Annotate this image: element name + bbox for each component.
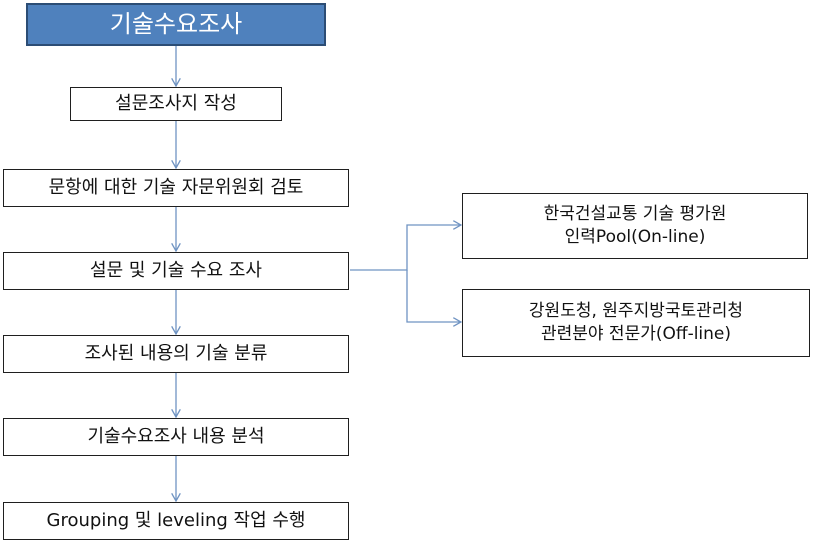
branch2-line1: 강원도청, 원주지방국토관리청 xyxy=(528,301,744,322)
step-box-6: Grouping 및 leveling 작업 수행 xyxy=(3,502,349,540)
connector-step3-to-branch2 xyxy=(406,270,461,322)
step-label-1: 설문조사지 작성 xyxy=(115,93,237,115)
step-label-2: 문항에 대한 기술 자문위원회 검토 xyxy=(48,177,304,199)
connector-step3-to-branch1 xyxy=(350,225,461,271)
step-label-6: Grouping 및 leveling 작업 수행 xyxy=(46,510,306,532)
step-label-5: 기술수요조사 내용 분석 xyxy=(87,426,265,448)
step-box-3: 설문 및 기술 수요 조사 xyxy=(3,252,349,290)
step-label-3: 설문 및 기술 수요 조사 xyxy=(90,260,262,282)
title-label: 기술수요조사 xyxy=(109,10,243,39)
branch1-line2: 인력Pool(On-line) xyxy=(564,227,706,247)
step-box-5: 기술수요조사 내용 분석 xyxy=(3,418,349,456)
step-box-2: 문항에 대한 기술 자문위원회 검토 xyxy=(3,169,349,207)
step-label-4: 조사된 내용의 기술 분류 xyxy=(84,343,268,365)
step-box-1: 설문조사지 작성 xyxy=(70,87,282,121)
branch-box-1: 한국건설교통 기술 평가원 인력Pool(On-line) xyxy=(462,193,808,259)
step-box-4: 조사된 내용의 기술 분류 xyxy=(3,335,349,373)
title-box: 기술수요조사 xyxy=(26,3,326,46)
branch1-line1: 한국건설교통 기술 평가원 xyxy=(543,204,727,225)
branch2-line2: 관련분야 전문가(Off-line) xyxy=(540,324,732,344)
branch-box-2: 강원도청, 원주지방국토관리청 관련분야 전문가(Off-line) xyxy=(462,289,810,357)
